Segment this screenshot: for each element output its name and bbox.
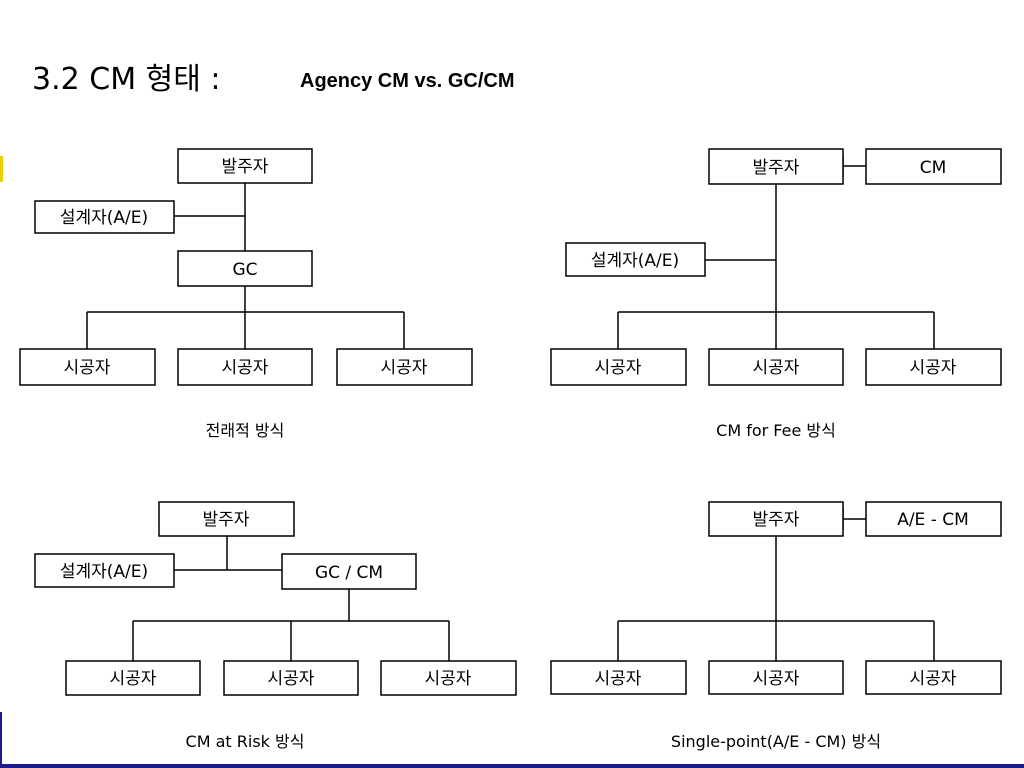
designer-label: 설계자(A/E)	[591, 251, 679, 271]
diagram-caption: 전래적 방식	[206, 421, 285, 440]
contractor-label: 시공자	[753, 358, 800, 378]
gc-box: GC	[177, 250, 313, 287]
diagram-caption: CM at Risk 방식	[186, 732, 305, 751]
accent-bar-yellow	[0, 156, 3, 182]
contractor-box: 시공자	[865, 660, 1002, 695]
accent-bar-bottom	[0, 764, 1024, 768]
cm-box: CM	[865, 148, 1002, 185]
owner-box: 발주자	[158, 501, 295, 537]
ae-cm-box: A/E - CM	[865, 501, 1002, 537]
contractor-label: 시공자	[910, 669, 957, 689]
diagram-cm-for-fee: 발주자 CM 설계자(A/E) 시공자 시공자 시공자 CM	[550, 148, 1002, 440]
owner-label: 발주자	[753, 510, 800, 530]
owner-label: 발주자	[753, 158, 800, 178]
gc-cm-box: GC / CM	[281, 553, 417, 590]
contractor-box: 시공자	[380, 660, 517, 696]
diagram-single-point: 발주자 A/E - CM 시공자 시공자 시공자 Single-point(A/…	[550, 501, 1002, 751]
contractor-label: 시공자	[268, 669, 315, 689]
contractor-box: 시공자	[550, 660, 687, 695]
contractor-box: 시공자	[223, 660, 359, 696]
slide-title: 3.2 CM 형태 :	[32, 62, 221, 97]
diagram-traditional: 발주자 설계자(A/E) GC 시공자 시공자 시공자 전래적	[19, 148, 473, 440]
contractor-label: 시공자	[753, 669, 800, 689]
contractor-box: 시공자	[550, 348, 687, 386]
contractor-box: 시공자	[177, 348, 313, 386]
diagram-caption: Single-point(A/E - CM) 방식	[671, 732, 881, 751]
owner-box: 발주자	[708, 148, 844, 185]
contractor-box: 시공자	[708, 660, 844, 695]
accent-bar-left	[0, 712, 2, 768]
diagram-caption: CM for Fee 방식	[716, 421, 836, 440]
cm-label: CM	[920, 158, 947, 178]
designer-label: 설계자(A/E)	[60, 562, 148, 582]
owner-label: 발주자	[203, 510, 250, 530]
ae-cm-label: A/E - CM	[897, 510, 969, 530]
designer-label: 설계자(A/E)	[60, 208, 148, 228]
owner-box: 발주자	[708, 501, 844, 537]
owner-label: 발주자	[222, 157, 269, 177]
diagram-cm-at-risk: 발주자 설계자(A/E) GC / CM 시공자 시공자 시공자	[34, 501, 517, 751]
contractor-box: 시공자	[865, 348, 1002, 386]
gc-cm-label: GC / CM	[315, 563, 383, 583]
designer-box: 설계자(A/E)	[34, 553, 175, 588]
contractor-box: 시공자	[336, 348, 473, 386]
contractor-label: 시공자	[381, 358, 428, 378]
contractor-box: 시공자	[65, 660, 201, 696]
contractor-label: 시공자	[425, 669, 472, 689]
contractor-box: 시공자	[708, 348, 844, 386]
contractor-label: 시공자	[222, 358, 269, 378]
contractor-label: 시공자	[595, 669, 642, 689]
slide-subtitle: Agency CM vs. GC/CM	[300, 70, 515, 92]
designer-box: 설계자(A/E)	[34, 200, 175, 234]
contractor-label: 시공자	[110, 669, 157, 689]
owner-box: 발주자	[177, 148, 313, 184]
gc-label: GC	[232, 260, 257, 280]
designer-box: 설계자(A/E)	[565, 242, 706, 277]
contractor-label: 시공자	[64, 358, 111, 378]
contractor-label: 시공자	[910, 358, 957, 378]
contractor-label: 시공자	[595, 358, 642, 378]
contractor-box: 시공자	[19, 348, 156, 386]
